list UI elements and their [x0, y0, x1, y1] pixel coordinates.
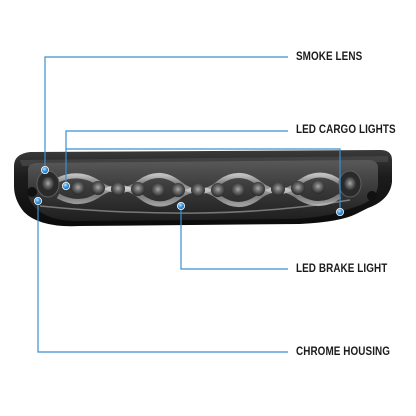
callout-dot-cargo-left [62, 181, 71, 190]
mount-bolt-left [27, 187, 37, 197]
callout-label-chrome-housing: CHROME HOUSING [296, 346, 391, 358]
led-dot [191, 183, 205, 197]
leader-line-brake-light [180, 205, 288, 270]
led-dot [231, 183, 245, 197]
led-dot [131, 182, 145, 196]
leader-line-chrome-housing [37, 201, 288, 353]
led-dot [291, 181, 305, 195]
led-dot [251, 182, 265, 196]
led-dot [151, 183, 165, 197]
callout-label-led-brake-light: LED BRAKE LIGHT [296, 263, 388, 275]
leader-line-smoke-lens [44, 56, 288, 168]
callout-label-smoke-lens: SMOKE LENS [296, 51, 363, 63]
cargo-light-pocket-left [36, 170, 60, 198]
led-dot [211, 183, 225, 197]
leader-line-cargo-right [66, 148, 341, 212]
led-dot [171, 183, 185, 197]
mount-bolt-right [367, 191, 377, 201]
cargo-light-pocket-right [338, 170, 362, 198]
led-dot [111, 182, 125, 196]
led-dot [271, 182, 285, 196]
led-dot [71, 181, 85, 195]
callout-dot-chrome-housing [34, 196, 43, 205]
led-dot [91, 181, 105, 195]
callout-dot-brake-light [176, 201, 185, 210]
callout-label-led-cargo-lights: LED CARGO LIGHTS [296, 124, 396, 136]
leader-line-cargo-left [65, 130, 288, 184]
led-array [71, 180, 325, 197]
callout-dot-cargo-right [335, 207, 344, 216]
callout-dot-smoke-lens [41, 165, 50, 174]
led-dot [311, 180, 325, 194]
